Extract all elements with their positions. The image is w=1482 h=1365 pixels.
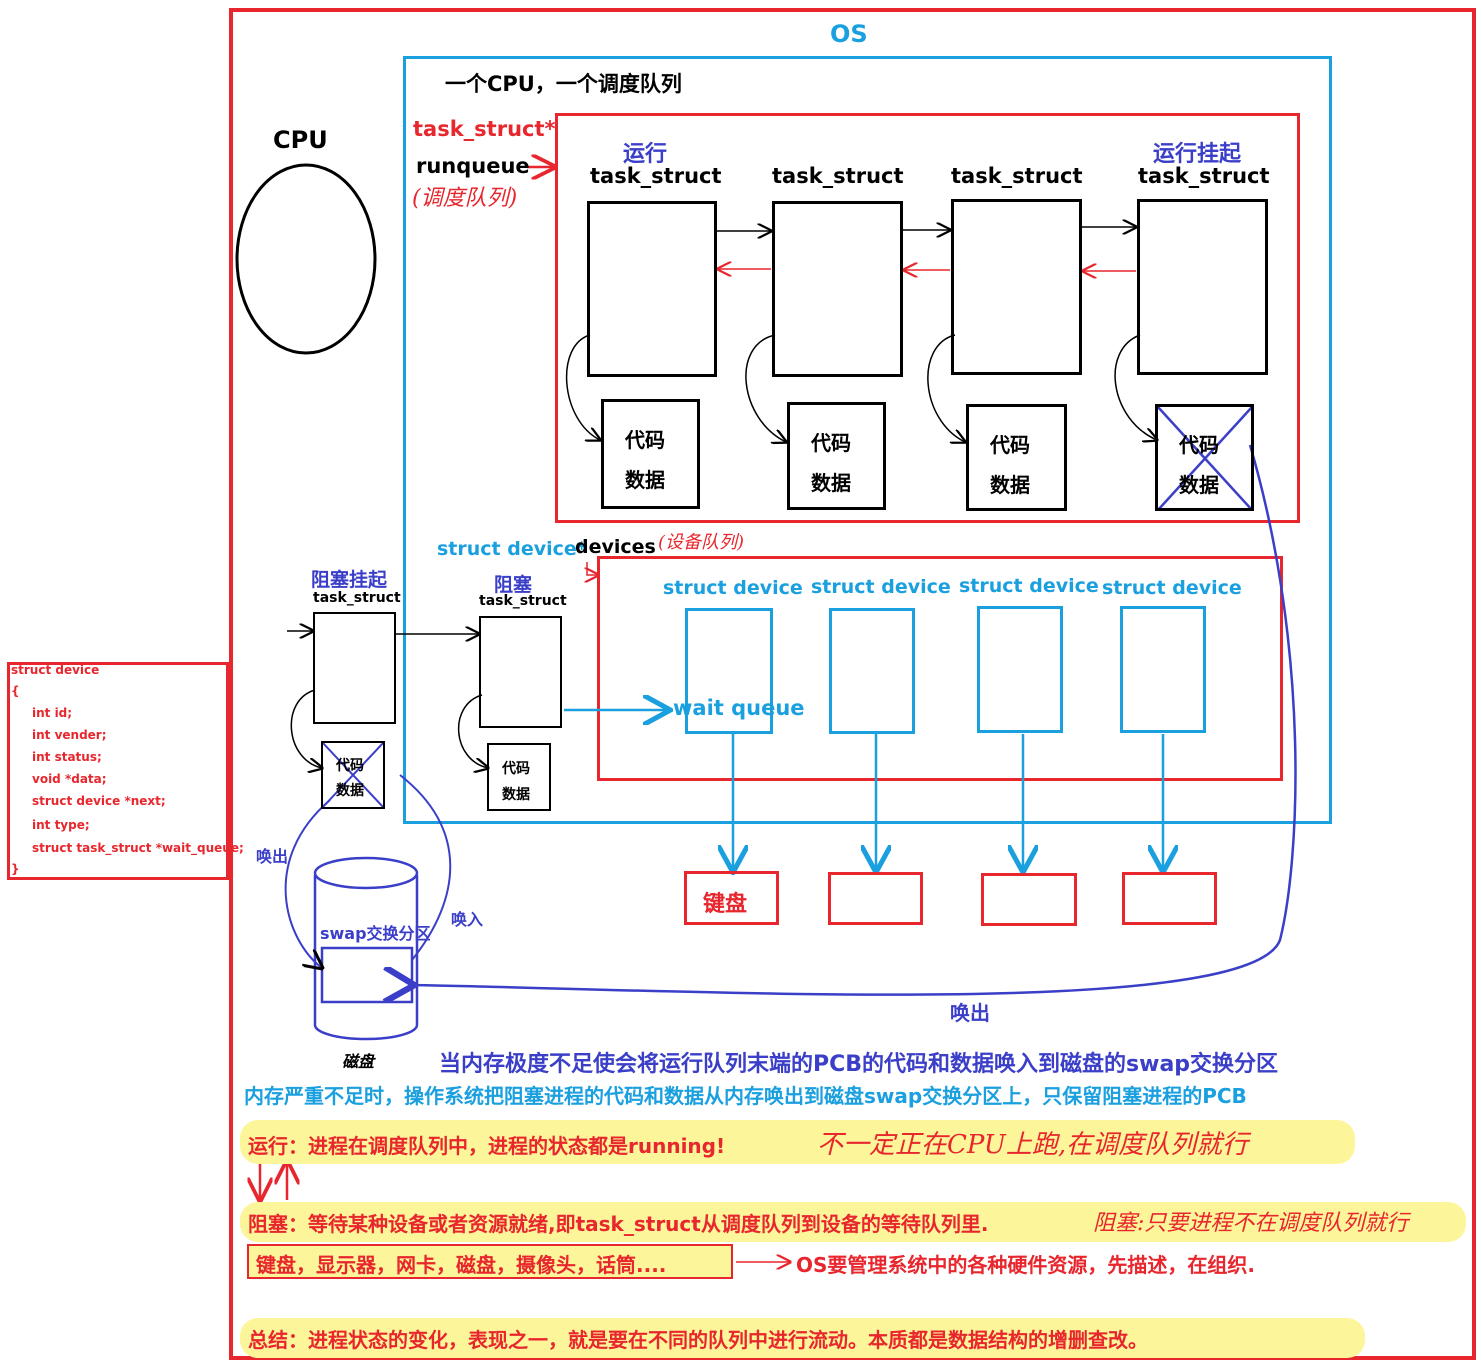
- swap-in-label: 唤入: [451, 910, 484, 929]
- device-box-2: [829, 608, 915, 734]
- running-note: 运行：进程在调度队列中，进程的状态都是running!: [248, 1134, 726, 1158]
- rq-node-3: [951, 199, 1082, 375]
- rq-node-2-type: task_struct: [772, 164, 904, 188]
- rq-node-2: [772, 201, 903, 377]
- runqueue-ptr-label: task_struct*: [413, 117, 556, 141]
- rq-node-4-state: 运行挂起: [1153, 142, 1242, 167]
- blocked-hand-note: 阻塞:只要进程不在调度队列就行: [1093, 1211, 1409, 1236]
- blocked-suspended-code-box: 代码 数据: [321, 741, 385, 809]
- blocked-type: task_struct: [479, 593, 567, 609]
- hardware-box-2: [828, 872, 923, 925]
- runqueue-red-frame: [555, 113, 1300, 523]
- device-4-label: struct device: [1102, 577, 1242, 599]
- os-title: OS: [830, 20, 868, 48]
- rq-node-4-type: task_struct: [1138, 164, 1270, 188]
- rq-node-1-type: task_struct: [590, 164, 722, 188]
- hardware-list: 键盘，显示器，网卡，磁盘，摄像头，话筒....: [256, 1253, 667, 1277]
- rq-code-box-1: 代码 数据: [601, 399, 700, 509]
- struct-def-line-0: struct device: [11, 663, 100, 677]
- data-label: 数据: [625, 468, 665, 492]
- blocked-highlight: [240, 1202, 1466, 1242]
- device-box-3: [977, 606, 1063, 733]
- rq-code-box-4: 代码 数据: [1155, 404, 1254, 511]
- code-label: 代码: [502, 761, 530, 777]
- swap-out-bottom-label: 唤出: [950, 1001, 990, 1025]
- cpu-ellipse: [235, 163, 377, 355]
- device-1-label: struct device: [663, 577, 803, 599]
- rq-code-box-2: 代码 数据: [787, 402, 886, 510]
- devices-note: (设备队列): [658, 532, 745, 553]
- running-highlight: [240, 1120, 1355, 1164]
- data-label: 数据: [502, 787, 530, 803]
- blocked-note: 阻塞：等待某种设备或者资源就绪,即task_struct从调度队列到设备的等待队…: [248, 1212, 989, 1236]
- rq-node-3-type: task_struct: [951, 164, 1083, 188]
- swap-label: swap交换分区: [320, 924, 431, 943]
- hardware-box-3: [981, 873, 1077, 926]
- blocked-suspended-type: task_struct: [313, 590, 401, 606]
- os-blue-frame: [403, 56, 1332, 824]
- rq-node-1-state: 运行: [623, 142, 668, 167]
- note-line-1: 当内存极度不足使会将运行队列末端的PCB的代码和数据唤入到磁盘的swap交换分区: [439, 1052, 1279, 1077]
- note-line-2: 内存严重不足时，操作系统把阻塞进程的代码和数据从内存唤出到磁盘swap交换分区上…: [244, 1084, 1247, 1108]
- data-label: 数据: [990, 473, 1030, 497]
- struct-def-line-3: int vender;: [32, 728, 107, 742]
- data-label: 数据: [1179, 473, 1219, 497]
- data-label: 数据: [336, 783, 364, 799]
- blocked-suspended-state: 阻塞挂起: [311, 569, 388, 591]
- manage-note: OS要管理系统中的各种硬件资源，先描述，在组织.: [796, 1253, 1256, 1277]
- blocked-code-box: 代码 数据: [487, 743, 551, 811]
- devices-name: devices: [575, 536, 656, 558]
- code-label: 代码: [1179, 433, 1219, 457]
- device-box-4: [1120, 606, 1206, 733]
- hardware-label: 键盘: [703, 892, 748, 917]
- running-hand-note: 不一定正在CPU上跑,在调度队列就行: [817, 1130, 1249, 1160]
- blocked-state: 阻塞: [494, 574, 533, 596]
- cpu-label: CPU: [273, 126, 328, 154]
- runqueue-name: runqueue: [416, 154, 530, 178]
- summary-note: 总结：进程状态的变化，表现之一，就是要在不同的队列中进行流动。本质都是数据结构的…: [248, 1328, 1148, 1352]
- runqueue-note: (调度队列): [412, 186, 518, 211]
- code-label: 代码: [811, 431, 851, 455]
- struct-def-line-7: int type;: [32, 818, 90, 832]
- outer-red-frame: [229, 8, 1476, 1360]
- rq-code-box-3: 代码 数据: [966, 404, 1067, 511]
- hardware-box-keyboard: 键盘: [684, 871, 779, 925]
- struct-def-line-5: void *data;: [32, 772, 107, 786]
- struct-def-line-8: struct task_struct *wait_queue;: [32, 841, 244, 855]
- struct-def-line-2: int id;: [32, 706, 73, 720]
- blocked-node: [479, 616, 562, 728]
- hardware-list-box: [247, 1244, 733, 1279]
- struct-def-line-6: struct device *next;: [32, 794, 166, 808]
- device-2-label: struct device: [811, 576, 951, 598]
- code-label: 代码: [990, 433, 1030, 457]
- devices-red-frame: [597, 556, 1283, 781]
- disk-label: 磁盘: [342, 1052, 375, 1071]
- struct-def-line-9: }: [11, 862, 20, 876]
- rq-node-1: [587, 201, 717, 377]
- summary-highlight: [240, 1318, 1365, 1358]
- devices-ptr-label: struct device*: [437, 538, 587, 560]
- struct-def-line-1: {: [11, 684, 20, 698]
- hardware-box-4: [1122, 872, 1217, 925]
- code-label: 代码: [625, 428, 665, 452]
- data-label: 数据: [811, 471, 851, 495]
- struct-def-line-4: int status;: [32, 750, 102, 764]
- rq-node-4: [1137, 199, 1268, 375]
- swap-out-left-label: 唤出: [256, 847, 289, 866]
- blocked-suspended-node: [313, 612, 396, 724]
- device-box-1: [685, 608, 773, 734]
- struct-def-frame: [7, 662, 229, 880]
- device-3-label: struct device: [959, 575, 1099, 597]
- queue-note: 一个CPU，一个调度队列: [445, 72, 682, 96]
- wait-queue-label: wait queue: [673, 696, 805, 720]
- code-label: 代码: [336, 758, 364, 774]
